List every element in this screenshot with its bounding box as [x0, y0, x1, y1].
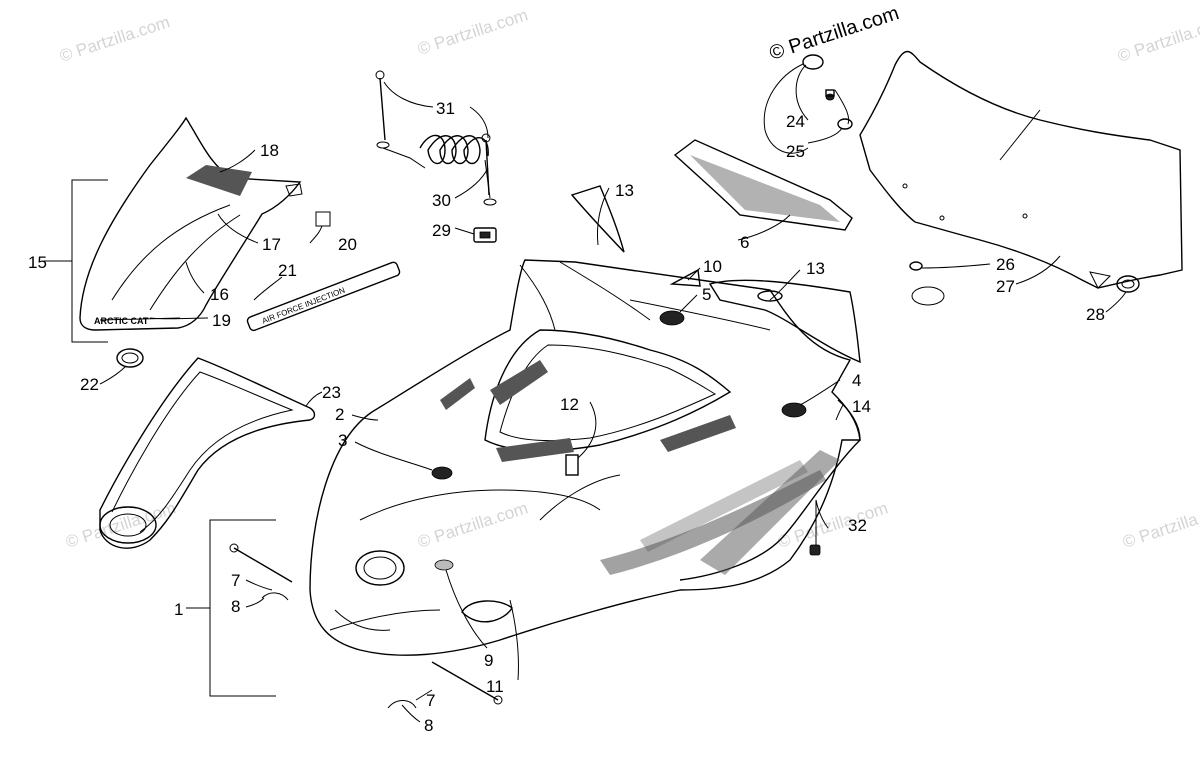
decal-10 — [669, 268, 701, 287]
tag-12 — [565, 454, 579, 476]
label-28: 28 — [1086, 305, 1105, 324]
watermark-faint: © Partzilla.com — [415, 5, 530, 58]
watermark-layer: © Partzilla.com © Partzilla.com © Partzi… — [57, 2, 1200, 552]
clip-8-upper — [261, 592, 289, 601]
label-11: 11 — [486, 677, 504, 696]
label-2: 2 — [335, 405, 344, 424]
pin-7-lower — [431, 661, 503, 705]
washer-26-base — [911, 286, 945, 306]
decal-13-left — [570, 185, 625, 253]
watermark-faint: © Partzilla.com — [415, 498, 530, 551]
label-15: 15 — [28, 253, 47, 272]
label-31: 31 — [436, 99, 455, 118]
label-17: 17 — [262, 235, 281, 254]
grille-decal-18 — [186, 165, 252, 196]
label-7: 7 — [231, 571, 240, 590]
label-13-right: 13 — [806, 259, 825, 278]
windshield-27 — [859, 50, 1183, 289]
decal-6 — [673, 139, 853, 231]
hardware-24-25 — [802, 54, 853, 130]
watermark-faint: © Partzilla.com — [63, 498, 178, 551]
label-8-lower: 8 — [424, 716, 433, 735]
washer-26 — [909, 261, 923, 271]
label-30: 30 — [432, 191, 451, 210]
label-9: 9 — [484, 651, 493, 670]
label-3: 3 — [338, 431, 347, 450]
headlight — [355, 550, 405, 586]
label-7-lower: 7 — [426, 691, 435, 710]
bracket-1 — [209, 519, 276, 697]
emblem-9 — [434, 559, 454, 571]
label-1: 1 — [174, 600, 183, 619]
pin-7-upper — [229, 543, 293, 583]
label-16: 16 — [210, 285, 229, 304]
leader-lines — [99, 63, 1127, 723]
side-hatch-14 — [700, 450, 840, 575]
label-22: 22 — [80, 375, 99, 394]
stripe-decal-text: AIR FORCE INJECTION — [261, 286, 347, 326]
label-5: 5 — [702, 285, 711, 304]
label-13: 13 — [615, 181, 634, 200]
vent-center — [496, 438, 574, 462]
label-4: 4 — [852, 371, 861, 390]
label-26: 26 — [996, 255, 1015, 274]
label-23: 23 — [322, 383, 341, 402]
stripe-decal-21: AIR FORCE INJECTION — [246, 261, 401, 332]
label-25: 25 — [786, 142, 805, 161]
label-18: 18 — [260, 141, 279, 160]
hood-main-part — [309, 259, 861, 656]
hood-seal-23 — [99, 357, 316, 549]
vent-left — [490, 360, 548, 405]
watermark-faint: © Partzilla.com — [57, 12, 172, 65]
watermark-main: © Partzilla.com — [767, 2, 902, 65]
spring-assembly-30 — [375, 70, 497, 206]
label-27: 27 — [996, 277, 1015, 296]
label-21: 21 — [278, 261, 297, 280]
label-29: 29 — [432, 221, 451, 240]
grommet-22 — [116, 348, 144, 368]
watermark-faint: © Partzilla.com — [1120, 498, 1200, 551]
callout-labels: 1 2 3 4 5 6 7 7 8 8 9 10 11 12 13 13 14 … — [28, 99, 1105, 735]
bracket-29 — [473, 227, 497, 243]
label-24: 24 — [786, 112, 805, 131]
clip-20 — [315, 211, 331, 227]
vent-upper-left — [440, 378, 475, 410]
emblem-3 — [431, 466, 453, 480]
rivet-32 — [809, 544, 821, 556]
label-8: 8 — [231, 597, 240, 616]
label-6: 6 — [740, 233, 749, 252]
emblem-4 — [781, 402, 807, 418]
side-panel-14 — [679, 399, 861, 581]
label-12: 12 — [560, 395, 579, 414]
side-panel-hatch — [600, 470, 826, 575]
vent-right — [660, 415, 736, 452]
label-19: 19 — [212, 311, 231, 330]
watermark-faint: © Partzilla.com — [1115, 12, 1200, 65]
dash-cover-part: ARCTIC CAT — [79, 116, 331, 331]
clip-8-lower — [387, 700, 417, 709]
label-14: 14 — [852, 397, 871, 416]
lower-intake — [461, 600, 513, 623]
grommet-28 — [1116, 275, 1140, 293]
label-32: 32 — [848, 516, 867, 535]
label-20: 20 — [338, 235, 357, 254]
emblem-5 — [659, 310, 685, 326]
panel-13-right — [708, 279, 861, 364]
label-10: 10 — [703, 257, 722, 276]
side-logo-decal: ARCTIC CAT — [94, 316, 149, 326]
side-panel-hatch-2 — [640, 460, 808, 552]
